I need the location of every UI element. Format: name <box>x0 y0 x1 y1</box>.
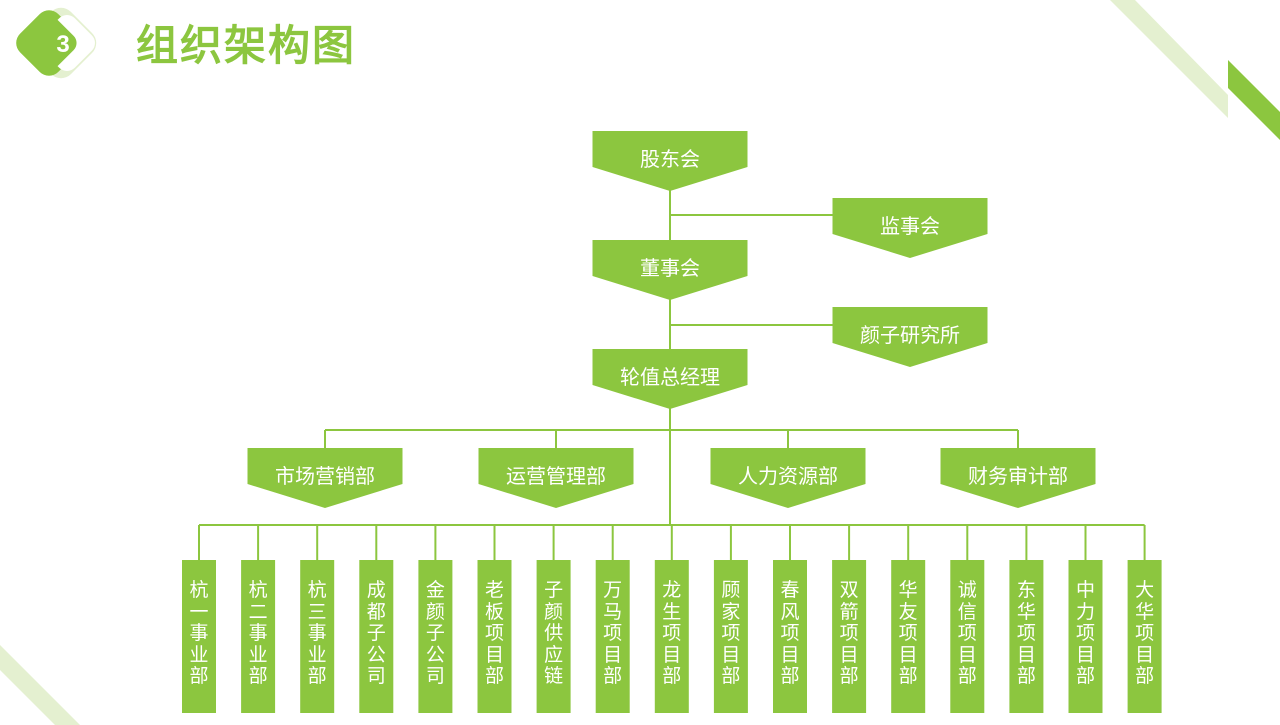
section-badge-icon <box>16 7 97 79</box>
institute-node-box <box>832 307 988 367</box>
department-2-box <box>478 448 634 508</box>
department-4-label: 财务审计部 <box>968 464 1068 488</box>
unit-13-box <box>891 560 926 713</box>
unit-15-box <box>1009 560 1044 713</box>
unit-6-box <box>477 560 512 713</box>
supervisors-node-box <box>832 198 988 258</box>
unit-3-label: 杭三事业部 <box>307 579 327 687</box>
unit-11-label: 春风项目部 <box>780 579 800 687</box>
board-node-label: 董事会 <box>640 256 700 280</box>
unit-2-box <box>241 560 276 713</box>
page-title: 组织架构图 <box>136 21 357 70</box>
unit-10-box <box>713 560 748 713</box>
unit-14-box <box>950 560 985 713</box>
unit-8-label: 万马项目部 <box>603 579 623 687</box>
section-number: 3 <box>56 31 70 58</box>
rotating-gm-node-label: 轮值总经理 <box>620 365 720 389</box>
unit-12-label: 双箭项目部 <box>839 579 859 687</box>
unit-16-box <box>1068 560 1103 713</box>
unit-12-box <box>832 560 867 713</box>
unit-1-label: 杭一事业部 <box>189 579 209 687</box>
department-4-box <box>940 448 1096 508</box>
unit-17-label: 大华项目部 <box>1135 579 1155 687</box>
department-1-label: 市场营销部 <box>275 464 375 488</box>
unit-7-label: 子颜供应链 <box>544 579 564 687</box>
unit-11-box <box>773 560 807 713</box>
unit-9-box <box>654 560 689 713</box>
unit-7-box <box>536 560 571 713</box>
unit-15-label: 东华项目部 <box>1016 579 1036 687</box>
unit-13-label: 华友项目部 <box>898 579 918 687</box>
unit-2-label: 杭二事业部 <box>248 579 268 687</box>
department-2-label: 运营管理部 <box>506 464 606 488</box>
unit-16-label: 中力项目部 <box>1075 579 1095 687</box>
unit-14-label: 诚信项目部 <box>957 579 977 687</box>
rotating-gm-node-box <box>592 349 748 409</box>
connector-lines <box>198 150 1146 560</box>
unit-6-label: 老板项目部 <box>484 579 504 687</box>
shareholders-node-box <box>592 131 748 191</box>
unit-10-label: 顾家项目部 <box>721 579 741 687</box>
unit-4-label: 成都子公司 <box>366 579 386 687</box>
shareholders-node-label: 股东会 <box>640 147 700 171</box>
unit-1-box <box>182 560 216 713</box>
unit-3-box <box>300 560 335 713</box>
unit-17-box <box>1127 560 1162 713</box>
org-nodes <box>182 131 1162 713</box>
department-3-box <box>710 448 866 508</box>
unit-8-box <box>595 560 630 713</box>
board-node-box <box>592 240 748 300</box>
unit-9-label: 龙生项目部 <box>662 579 682 687</box>
supervisors-node-label: 监事会 <box>880 214 940 238</box>
department-3-label: 人力资源部 <box>738 464 838 488</box>
unit-5-label: 金颜子公司 <box>425 579 445 687</box>
institute-node-label: 颜子研究所 <box>860 323 960 347</box>
unit-5-box <box>418 560 453 713</box>
unit-4-box <box>359 560 394 713</box>
department-1-box <box>247 448 403 508</box>
